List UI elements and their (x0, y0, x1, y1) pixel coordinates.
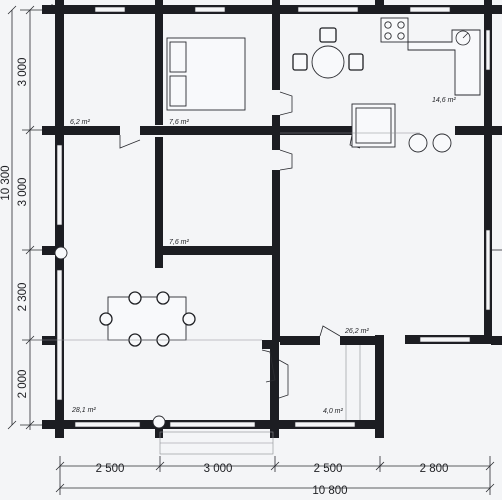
furniture (54, 17, 481, 429)
wall-h-middle-room (155, 246, 280, 255)
door-entry (278, 359, 289, 399)
area-middle-room: 7,6 m² (169, 239, 190, 246)
windows (56, 6, 491, 428)
dining-chair-5 (99, 312, 113, 326)
kitchen-chair-top (319, 27, 337, 43)
area-small-bedroom: 6,2 m² (70, 119, 91, 126)
wall-v-left-lower (155, 137, 163, 259)
dim-left-3: 2 300 (17, 283, 29, 312)
door-kitchen (279, 91, 293, 116)
wall-h-kitchen (272, 126, 352, 135)
kitchen-chair-left (292, 53, 308, 71)
wall-h-kitchen-right (455, 126, 492, 135)
kitchen-chair-right (348, 53, 364, 71)
wall-h-upper-left (55, 126, 120, 135)
dim-left-total: 10 300 (0, 165, 12, 200)
doors (119, 91, 361, 399)
area-vestibule: 4,0 m² (323, 408, 344, 415)
room-labels: 6,2 m² 7,6 m² 14,6 m² 7,6 m² 26,2 m² 28,… (70, 97, 456, 415)
wall-v-left-upper (155, 5, 163, 125)
wall-v-middle-lower (272, 170, 280, 342)
kitchen-counter (407, 29, 481, 96)
wall-h-hall-right (340, 336, 380, 345)
pillow-top (169, 41, 187, 73)
dim-bottom-1: 2 500 (96, 463, 125, 475)
door-living (261, 349, 276, 383)
dim-left-4: 2 000 (17, 370, 29, 399)
outer-wall-right (484, 5, 492, 341)
door-middle-room (279, 149, 293, 171)
area-kitchen: 14,6 m² (432, 97, 456, 104)
dining-chair-1 (128, 291, 142, 305)
pillow-bottom (169, 75, 187, 107)
dim-bottom-total: 10 800 (312, 485, 347, 497)
dim-bottom-3: 2 500 (314, 463, 343, 475)
dining-table (107, 296, 187, 341)
door-hall (319, 325, 341, 337)
area-hall: 26,2 m² (344, 328, 369, 335)
column-2 (152, 415, 166, 429)
area-living: 28,1 m² (71, 407, 96, 414)
wall-h-hall (280, 336, 320, 345)
walls (42, 0, 502, 438)
column-1 (54, 246, 68, 260)
kitchen-table (311, 45, 345, 79)
wall-v-vestibule (270, 340, 279, 429)
dim-bottom-2: 3 000 (204, 463, 233, 475)
area-bedroom: 7,6 m² (169, 119, 190, 126)
dim-left-1: 3 000 (17, 58, 29, 87)
wall-h-upper-mid (140, 126, 280, 135)
dining-chair-6 (182, 312, 196, 326)
outer-wall-porch-right (375, 335, 384, 429)
guides (30, 132, 420, 455)
sink-icon (455, 30, 471, 46)
wall-v-middle-top (272, 5, 280, 90)
bar-stool-2 (432, 133, 452, 153)
stove (380, 17, 409, 43)
door-small-bedroom (119, 135, 141, 149)
dining-chair-2 (156, 291, 170, 305)
dim-bottom-4: 2 800 (420, 463, 449, 475)
dimension-labels: 2 500 3 000 2 500 2 800 10 800 3 000 3 0… (0, 58, 448, 497)
bar-stool-1 (408, 133, 428, 153)
dim-left-2: 3 000 (17, 178, 29, 207)
